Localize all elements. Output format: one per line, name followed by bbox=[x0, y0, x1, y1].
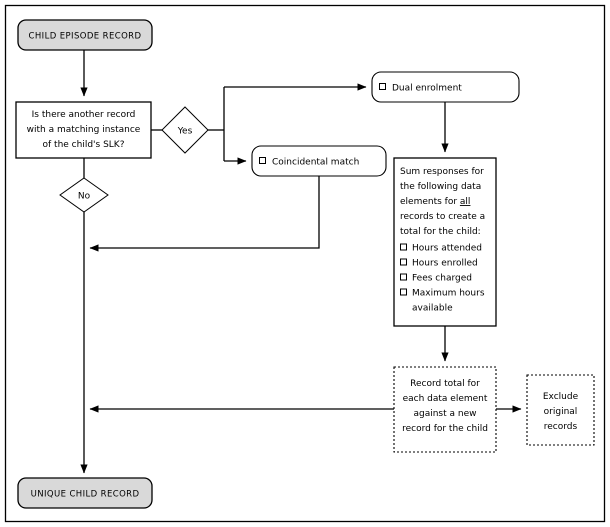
sum-responses-shape bbox=[393, 157, 497, 327]
no-diamond-shape bbox=[59, 177, 109, 213]
square-bullet-icon bbox=[379, 83, 386, 90]
edge-coincidental-match-to-spine bbox=[89, 176, 320, 252]
node-end[interactable]: UNIQUE CHILD RECORD bbox=[17, 477, 153, 509]
no-label: No bbox=[78, 192, 91, 202]
node-record-total[interactable]: Record total for each data element again… bbox=[393, 366, 497, 453]
dual-enrolment-shape bbox=[371, 71, 520, 103]
square-bullet-icon bbox=[400, 243, 407, 251]
start-shape bbox=[17, 19, 153, 51]
question-line-1: Is there another record bbox=[32, 110, 136, 120]
node-start[interactable]: CHILD EPISODE RECORD bbox=[17, 19, 153, 51]
question-line-3: of the child's SLK? bbox=[43, 140, 125, 150]
coincidental-match-label: Coincidental match bbox=[272, 158, 359, 168]
record-total-shape bbox=[393, 366, 497, 453]
exclude-original-shape bbox=[526, 374, 595, 446]
question-line-2: with a matching instance bbox=[27, 125, 141, 135]
node-question[interactable]: Is there another record with a matching … bbox=[15, 101, 152, 159]
sum-intro-line-1: Sum responses for bbox=[400, 167, 484, 177]
square-bullet-icon bbox=[400, 258, 407, 266]
diagram-border bbox=[4, 4, 606, 523]
sum-item-1: Hours enrolled bbox=[412, 259, 478, 269]
record-total-line-3: against a new bbox=[413, 409, 476, 419]
node-exclude-original[interactable]: Exclude original records bbox=[526, 374, 595, 446]
start-label: CHILD EPISODE RECORD bbox=[29, 32, 142, 42]
exclude-original-line-3: records bbox=[544, 422, 578, 432]
sum-intro-line-2: the following data bbox=[400, 182, 481, 192]
sum-intro-line-5: total for the child: bbox=[400, 227, 481, 237]
sum-item-3: Maximum hours bbox=[412, 289, 485, 299]
dual-enrolment-label: Dual enrolment bbox=[392, 84, 462, 94]
sum-item-3-wrap: available bbox=[412, 304, 453, 314]
exclude-original-line-2: original bbox=[544, 407, 578, 417]
record-total-line-2: each data element bbox=[403, 394, 488, 404]
record-total-line-4: record for the child bbox=[402, 424, 488, 434]
square-bullet-icon bbox=[400, 288, 407, 296]
record-total-line-1: Record total for bbox=[410, 379, 480, 389]
node-dual-enrolment[interactable]: Dual enrolment bbox=[371, 71, 520, 103]
sum-item-0: Hours attended bbox=[412, 244, 482, 254]
node-sum-responses[interactable]: Sum responses for the following data ele… bbox=[393, 157, 497, 327]
yes-label: Yes bbox=[177, 127, 193, 137]
exclude-original-line-1: Exclude bbox=[543, 392, 579, 402]
sum-intro-line-3: elements for all bbox=[400, 197, 470, 207]
end-label: UNIQUE CHILD RECORD bbox=[31, 490, 140, 500]
sum-item-2: Fees charged bbox=[412, 274, 472, 284]
coincidental-match-shape bbox=[251, 145, 387, 177]
sum-intro-line-3-pre: elements for bbox=[400, 197, 460, 207]
yes-diamond-shape bbox=[161, 106, 209, 154]
end-shape bbox=[17, 477, 153, 509]
node-coincidental-match[interactable]: Coincidental match bbox=[251, 145, 387, 177]
sum-intro-line-4: records to create a bbox=[400, 212, 485, 222]
node-no-branch[interactable]: No bbox=[59, 177, 109, 213]
sum-intro-line-3-emphasis: all bbox=[460, 197, 471, 207]
square-bullet-icon bbox=[400, 273, 407, 281]
question-shape bbox=[15, 101, 152, 159]
square-bullet-icon bbox=[259, 157, 266, 164]
node-yes-branch[interactable]: Yes bbox=[161, 106, 209, 154]
